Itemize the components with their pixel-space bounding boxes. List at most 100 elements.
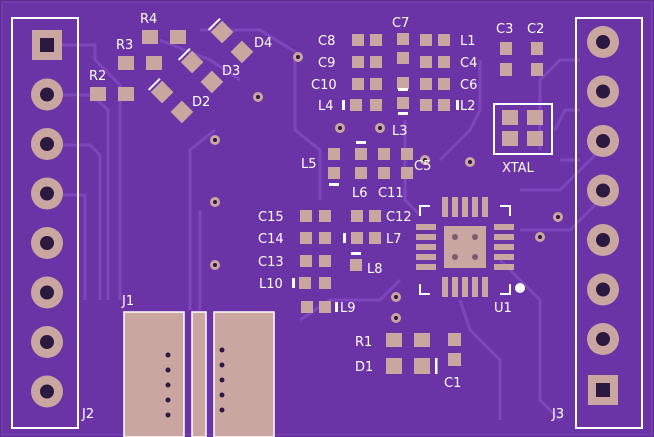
u1-pin-bottom xyxy=(482,277,488,297)
u1-pin-top xyxy=(462,197,468,217)
u1-ep-vias xyxy=(452,234,478,260)
c2-label: C2 xyxy=(527,22,544,37)
j2-pin-drill xyxy=(40,285,54,300)
l2-label: L2 xyxy=(460,99,476,114)
c11-label: C11 xyxy=(378,186,404,201)
u1-pin-right xyxy=(494,254,514,260)
u1-exposed-pad xyxy=(444,226,486,268)
j1-label: J1 xyxy=(121,294,134,309)
u1-pin-left xyxy=(416,264,436,270)
c10-label: C10 xyxy=(311,78,337,93)
u1-pin-top xyxy=(472,197,478,217)
resistors-top-left xyxy=(90,30,186,101)
left-stack-polarity-marks xyxy=(292,278,338,312)
xtal-label: XTAL xyxy=(502,161,535,176)
c8-label: C8 xyxy=(318,34,335,49)
l7-label: L7 xyxy=(386,232,402,247)
c3-label: C3 xyxy=(496,22,513,37)
u1-pin-left xyxy=(416,254,436,260)
u1-pin-right xyxy=(494,234,514,240)
rf-passive-block xyxy=(350,33,450,111)
u1-pin-top xyxy=(482,197,488,217)
xtal-footprint xyxy=(493,103,553,155)
polarity-marks xyxy=(342,88,459,115)
j3-pin-drill xyxy=(596,282,610,297)
d1-label: D1 xyxy=(355,360,373,375)
left-passive-stack xyxy=(299,210,331,313)
j2-pin-drill xyxy=(40,87,54,102)
r4-pad-a xyxy=(142,30,158,44)
j3-pin-drill xyxy=(596,233,610,247)
r3-pad-b xyxy=(146,56,162,70)
l5-label: L5 xyxy=(301,157,317,172)
u1-pin-left xyxy=(416,224,436,230)
j3-pin8-drill xyxy=(596,383,610,397)
u1-pin-left xyxy=(416,244,436,250)
d2-label: D2 xyxy=(192,95,210,110)
u1-pins xyxy=(416,197,514,297)
u1-pin-right xyxy=(494,264,514,270)
r2-label: R2 xyxy=(89,69,106,84)
u1-pin-left xyxy=(416,234,436,240)
c12-l7-l8-pads xyxy=(350,210,381,271)
j1-pin-holes xyxy=(165,347,225,418)
u1-pin-bottom xyxy=(462,277,468,297)
j3-pin-drill xyxy=(596,134,610,148)
u1-pin-right xyxy=(494,244,514,250)
j3-silkscreen-outline xyxy=(575,17,643,429)
c15-label: C15 xyxy=(258,210,284,225)
l10-label: L10 xyxy=(259,277,283,292)
connector-j1: J1 xyxy=(121,294,275,437)
u1-pin-bottom xyxy=(442,277,448,297)
c2-c3-pads xyxy=(500,42,543,76)
j3-label: J3 xyxy=(551,407,564,422)
j3-pin-drill xyxy=(596,332,610,346)
r1-label: R1 xyxy=(355,335,372,350)
u1-label: U1 xyxy=(494,301,512,316)
c6-label: C6 xyxy=(460,78,477,93)
via-drills xyxy=(213,55,560,320)
j1-pad-right xyxy=(213,311,275,437)
j2-pin-drill xyxy=(40,236,54,250)
j1-pad-center xyxy=(191,311,207,437)
u1-pin-bottom xyxy=(452,277,458,297)
r4-label: R4 xyxy=(140,12,157,27)
l5-polarity-marks xyxy=(329,141,366,186)
r1-d1-c1-pads xyxy=(386,333,461,374)
d3-label: D3 xyxy=(222,64,240,79)
j2-pin1-drill xyxy=(40,38,54,52)
l9-label: L9 xyxy=(340,301,356,316)
c12-label: C12 xyxy=(386,210,412,225)
r3-label: R3 xyxy=(116,38,133,53)
r4-pad-b xyxy=(170,30,186,44)
j1-pad-left xyxy=(123,311,185,437)
u1-pin-top xyxy=(452,197,458,217)
d4-label: D4 xyxy=(254,36,272,51)
j2-pin-drill xyxy=(40,186,54,201)
c1-label: C1 xyxy=(444,376,461,391)
header-j3: J3 xyxy=(551,17,643,429)
header-j2: J2 xyxy=(11,17,94,429)
j2-silkscreen-outline xyxy=(11,17,79,429)
c14-label: C14 xyxy=(258,232,284,247)
u1-pin1-dot xyxy=(515,283,525,293)
j2-pin-drill xyxy=(40,137,54,151)
u1-pin-top xyxy=(442,197,448,217)
l3-label: L3 xyxy=(392,124,408,139)
u1-pin-right xyxy=(494,224,514,230)
l8-label: L8 xyxy=(367,262,383,277)
l1-label: L1 xyxy=(460,34,476,49)
j3-pin-drill xyxy=(596,35,610,49)
l6-label: L6 xyxy=(352,186,368,201)
c4-label: C4 xyxy=(460,56,477,71)
j3-pin-drill xyxy=(596,84,610,99)
c9-label: C9 xyxy=(318,56,335,71)
j2-pin-drill xyxy=(40,335,54,349)
l7-l8-polarity-marks xyxy=(343,233,361,255)
u1-silkscreen-corners xyxy=(419,205,511,295)
u1-qfn xyxy=(416,197,525,297)
j2-pin-drill xyxy=(40,384,54,399)
u1-pin-bottom xyxy=(472,277,478,297)
l4-label: L4 xyxy=(318,99,334,114)
